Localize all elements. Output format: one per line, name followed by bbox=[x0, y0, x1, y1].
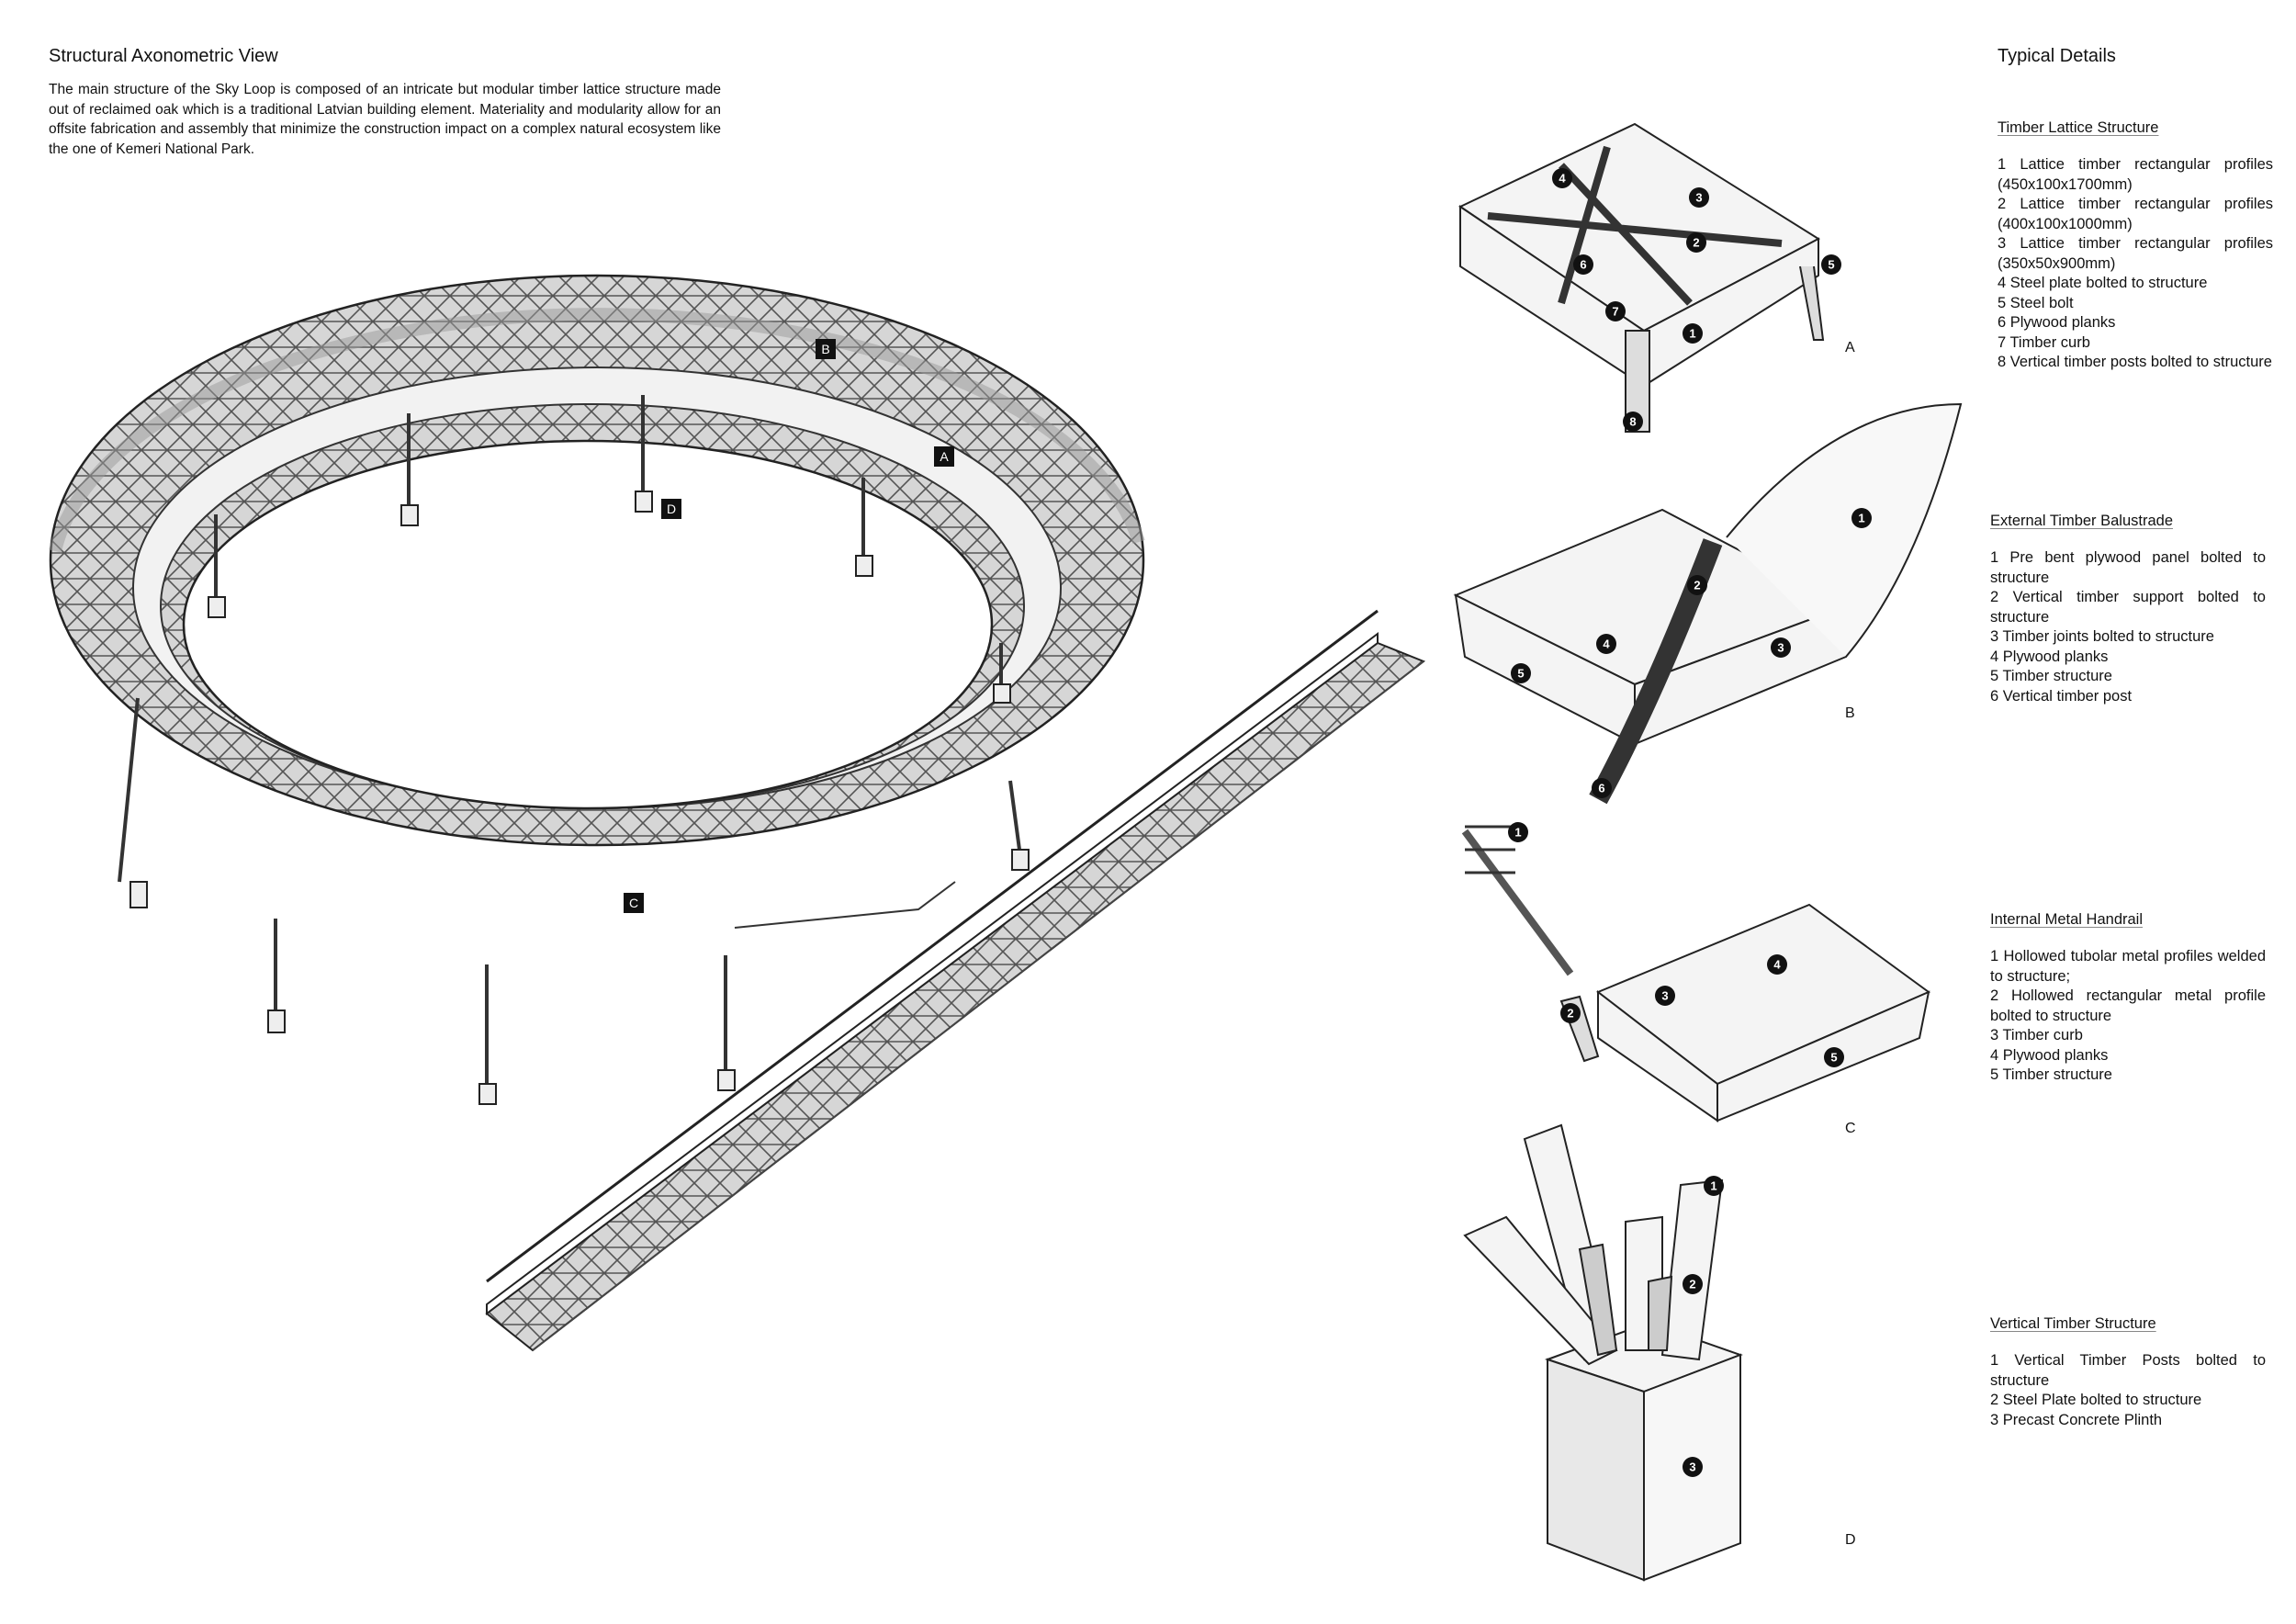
svg-text:B: B bbox=[821, 342, 829, 356]
list-item: 3 Lattice timber rectangular profiles (3… bbox=[1998, 235, 2273, 272]
list-item: 3 Timber joints bolted to structure bbox=[1990, 628, 2214, 645]
list-item: 8 Vertical timber posts bolted to struct… bbox=[1998, 354, 2272, 370]
svg-text:3: 3 bbox=[1689, 1460, 1695, 1474]
list-item: 2 Lattice timber rectangular profiles (4… bbox=[1998, 196, 2273, 232]
list-item: 4 Plywood planks bbox=[1990, 1046, 2109, 1064]
svg-text:1: 1 bbox=[1858, 512, 1864, 525]
svg-text:8: 8 bbox=[1629, 415, 1636, 429]
svg-text:1: 1 bbox=[1514, 826, 1521, 840]
list-item: 3 Precast Concrete Plinth bbox=[1990, 1411, 2163, 1428]
section-title: Timber Lattice Structure bbox=[1998, 119, 2159, 136]
list-item: 1 Vertical Timber Posts bolted to struct… bbox=[1990, 1352, 2266, 1389]
list-item: 5 Timber structure bbox=[1990, 668, 2112, 684]
svg-text:5: 5 bbox=[1830, 1051, 1837, 1065]
detail-label-a: A bbox=[1845, 340, 1855, 355]
list-item: 5 Steel bolt bbox=[1998, 294, 2074, 311]
detail-a-lattice bbox=[1458, 122, 1825, 433]
access-ramp bbox=[485, 609, 1425, 1352]
list-item: 6 Vertical timber post bbox=[1990, 687, 2133, 705]
item-list: 1 Lattice timber rectangular profiles (4… bbox=[1998, 155, 2273, 373]
tag-a: A bbox=[934, 446, 954, 467]
svg-text:3: 3 bbox=[1777, 641, 1784, 655]
svg-text:3: 3 bbox=[1695, 191, 1702, 205]
detail-c-handrail bbox=[1461, 825, 1930, 1122]
list-item: 1 Lattice timber rectangular profiles (4… bbox=[1998, 156, 2273, 193]
svg-text:6: 6 bbox=[1580, 258, 1586, 272]
section-title: Vertical Timber Structure bbox=[1990, 1315, 2156, 1332]
svg-text:1: 1 bbox=[1710, 1179, 1716, 1193]
list-item: 2 Vertical timber support bolted to stru… bbox=[1990, 589, 2266, 626]
section-vertical-timber: Vertical Timber Structure 1 Vertical Tim… bbox=[1990, 1315, 2266, 1430]
svg-text:6: 6 bbox=[1598, 782, 1604, 795]
detail-label-b: B bbox=[1845, 705, 1855, 721]
svg-text:4: 4 bbox=[1603, 637, 1610, 651]
tag-d: D bbox=[661, 499, 681, 519]
detail-c-callouts: 1 4 3 2 5 bbox=[1508, 822, 1844, 1067]
svg-text:A: A bbox=[940, 449, 949, 464]
svg-text:2: 2 bbox=[1693, 236, 1699, 250]
list-item: 2 Hollowed rectangular metal profile bol… bbox=[1990, 987, 2266, 1024]
list-item: 1 Pre bent plywood panel bolted to struc… bbox=[1990, 549, 2266, 586]
svg-text:D: D bbox=[667, 502, 676, 516]
detail-b-balustrade bbox=[1453, 402, 1963, 805]
plan-tags: B A D C bbox=[624, 339, 954, 913]
list-item: 1 Hollowed tubolar metal profiles welded… bbox=[1990, 948, 2266, 985]
svg-text:2: 2 bbox=[1694, 579, 1700, 592]
list-item: 5 Timber structure bbox=[1990, 1066, 2112, 1083]
list-item: 7 Timber curb bbox=[1998, 333, 2090, 351]
list-item: 4 Steel plate bolted to structure bbox=[1998, 275, 2208, 291]
detail-b-callouts: 1 2 4 3 5 6 bbox=[1511, 508, 1872, 798]
section-internal-handrail: Internal Metal Handrail 1 Hollowed tubol… bbox=[1990, 911, 2266, 1086]
svg-text:4: 4 bbox=[1773, 958, 1781, 972]
list-item: 4 Plywood planks bbox=[1990, 648, 2109, 665]
section-title: Internal Metal Handrail bbox=[1990, 911, 2143, 928]
svg-text:7: 7 bbox=[1612, 305, 1618, 319]
svg-text:2: 2 bbox=[1689, 1278, 1695, 1291]
item-list: 1 Pre bent plywood panel bolted to struc… bbox=[1990, 548, 2266, 706]
svg-text:4: 4 bbox=[1559, 172, 1566, 186]
section-external-balustrade: External Timber Balustrade 1 Pre bent pl… bbox=[1990, 513, 2266, 706]
svg-text:C: C bbox=[629, 896, 638, 910]
svg-text:5: 5 bbox=[1828, 258, 1834, 272]
detail-label-d: D bbox=[1845, 1532, 1856, 1548]
svg-text:3: 3 bbox=[1661, 989, 1668, 1003]
page-title: Structural Axonometric View bbox=[49, 46, 278, 66]
svg-text:2: 2 bbox=[1567, 1007, 1573, 1021]
detail-d-post-plinth bbox=[1463, 1123, 1743, 1582]
item-list: 1 Hollowed tubolar metal profiles welded… bbox=[1990, 947, 2266, 1086]
list-item: 3 Timber curb bbox=[1990, 1027, 2083, 1043]
svg-text:1: 1 bbox=[1689, 327, 1695, 341]
list-item: 2 Steel Plate bolted to structure bbox=[1990, 1392, 2202, 1408]
list-item: 6 Plywood planks bbox=[1998, 314, 2116, 331]
sky-loop-ring bbox=[49, 274, 1145, 1105]
detail-d-callouts: 1 2 3 bbox=[1683, 1176, 1724, 1477]
section-title: External Timber Balustrade bbox=[1990, 513, 2174, 529]
tag-c: C bbox=[624, 893, 644, 913]
item-list: 1 Vertical Timber Posts bolted to struct… bbox=[1990, 1351, 2266, 1430]
detail-a-callouts: 4 3 2 6 7 1 5 8 bbox=[1552, 168, 1841, 432]
svg-text:5: 5 bbox=[1517, 667, 1524, 681]
details-title: Typical Details bbox=[1998, 46, 2116, 66]
detail-label-c: C bbox=[1845, 1121, 1856, 1136]
intro-paragraph: The main structure of the Sky Loop is co… bbox=[49, 82, 721, 157]
section-timber-lattice: Timber Lattice Structure 1 Lattice timbe… bbox=[1998, 119, 2273, 373]
tag-b: B bbox=[816, 339, 836, 359]
